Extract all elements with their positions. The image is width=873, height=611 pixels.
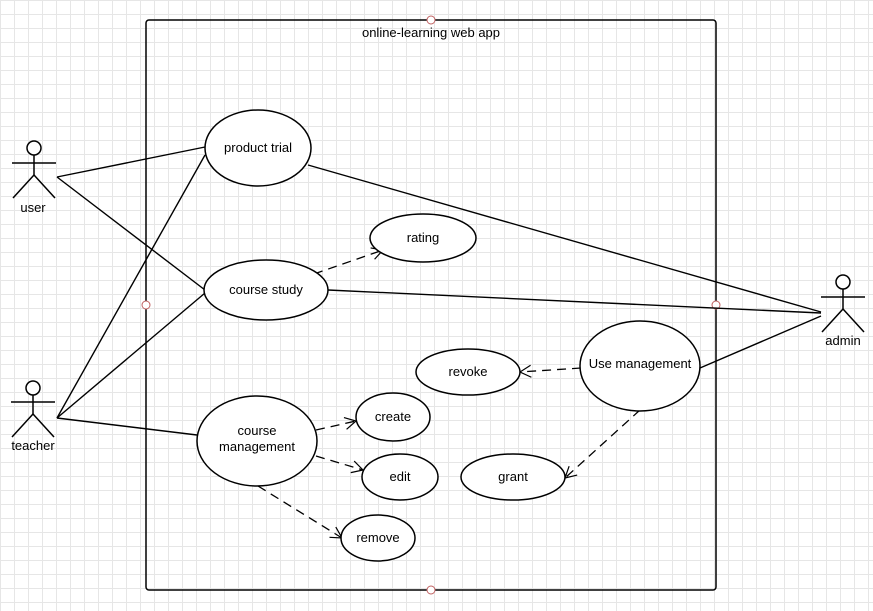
actor-user-head	[26, 140, 42, 156]
dependency-arrows	[257, 247, 641, 539]
actor-teacher-label: teacher	[11, 438, 55, 453]
use-case-course-study-label: course study	[229, 282, 303, 297]
actor-user[interactable]	[12, 140, 56, 199]
dep-course-study-rating[interactable]	[313, 247, 385, 275]
use-case-product-trial-label: product trial	[224, 140, 292, 155]
assoc-admin-course-study[interactable]	[327, 289, 822, 314]
system-title: online-learning web app	[362, 25, 500, 40]
boundary-handle-left[interactable]	[141, 300, 151, 310]
actor-user-label: user	[20, 200, 46, 215]
dep-use-management-revoke[interactable]	[518, 364, 582, 378]
assoc-admin-use-management[interactable]	[699, 315, 822, 369]
assoc-teacher-product-trial[interactable]	[56, 154, 206, 419]
boundary-handle-top[interactable]	[426, 15, 436, 25]
use-case-rating[interactable]: rating	[369, 213, 477, 263]
use-case-revoke[interactable]: revoke	[415, 348, 521, 396]
use-case-grant[interactable]: grant	[460, 453, 566, 501]
actor-admin-label: admin	[825, 333, 860, 348]
association-lines	[56, 146, 822, 436]
boundary-handle-right[interactable]	[711, 300, 721, 310]
use-case-use-management[interactable]: Use management	[579, 320, 701, 412]
use-case-remove-label: remove	[356, 530, 399, 545]
assoc-user-course-study[interactable]	[56, 176, 206, 291]
dep-management-edit[interactable]	[315, 455, 365, 474]
use-case-grant-label: grant	[498, 469, 528, 484]
dep-use-management-grant[interactable]	[564, 409, 641, 479]
use-case-use-management-label: Use management	[589, 356, 692, 371]
use-case-edit-label: edit	[390, 469, 411, 484]
use-case-edit[interactable]: edit	[361, 453, 439, 501]
actor-teacher[interactable]	[11, 380, 55, 438]
boundary-handles[interactable]	[141, 15, 721, 595]
use-case-course-management-label-1: course	[237, 423, 276, 438]
use-case-product-trial[interactable]: product trial	[204, 109, 312, 187]
assoc-teacher-course-management[interactable]	[56, 417, 198, 436]
use-case-course-management[interactable]: course management	[196, 395, 318, 487]
use-case-create-label: create	[375, 409, 411, 424]
use-case-course-management-label-2: management	[219, 439, 295, 454]
use-case-create[interactable]: create	[355, 392, 431, 442]
actor-teacher-head	[25, 380, 41, 396]
use-case-rating-label: rating	[407, 230, 440, 245]
use-case-remove[interactable]: remove	[340, 514, 416, 562]
assoc-admin-product-trial[interactable]	[307, 164, 822, 313]
assoc-teacher-course-study[interactable]	[56, 292, 206, 419]
use-case-revoke-label: revoke	[448, 364, 487, 379]
use-case-course-study[interactable]: course study	[203, 259, 329, 321]
actor-admin-head	[835, 274, 851, 290]
actor-admin[interactable]	[821, 274, 865, 333]
boundary-handle-bottom[interactable]	[426, 585, 436, 595]
dep-management-create[interactable]	[315, 416, 358, 431]
assoc-user-product-trial[interactable]	[56, 146, 206, 178]
dep-management-remove[interactable]	[257, 485, 344, 539]
